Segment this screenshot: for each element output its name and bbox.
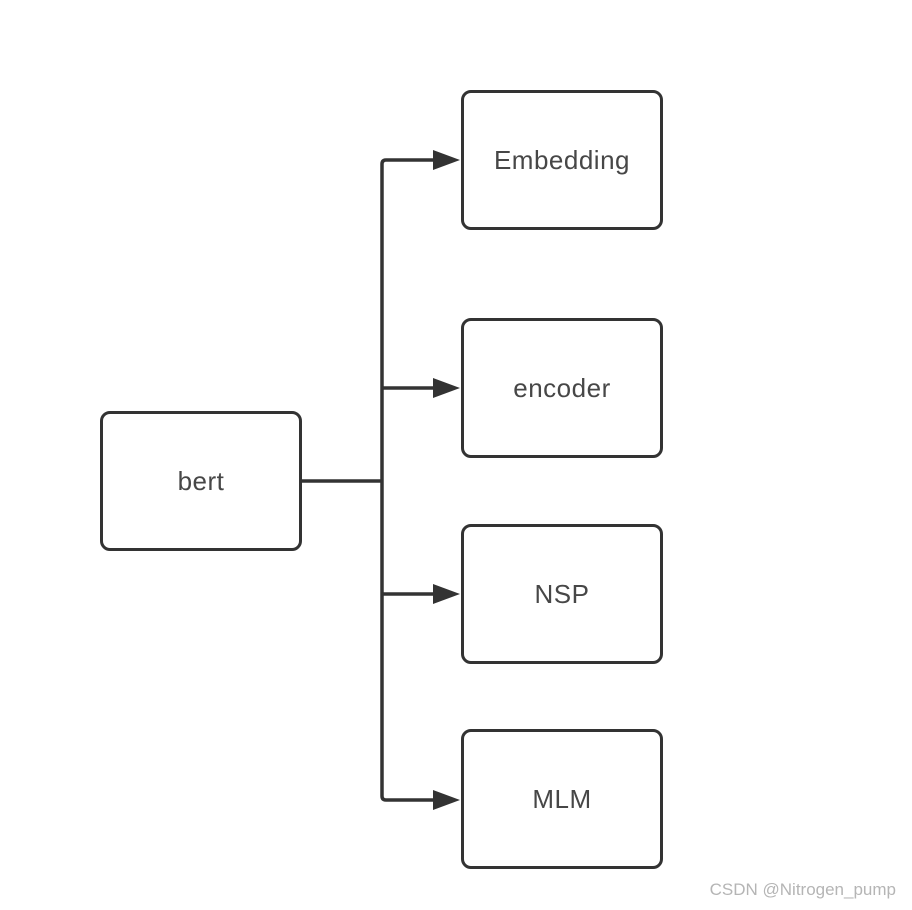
arrowhead-embedding <box>433 150 460 170</box>
node-nsp: NSP <box>461 524 663 664</box>
edge-trunk <box>380 158 434 802</box>
node-bert-label: bert <box>177 465 225 496</box>
node-bert: bert <box>100 411 302 551</box>
node-embedding-label: Embedding <box>493 144 631 175</box>
node-mlm-label: MLM <box>532 783 592 814</box>
node-encoder: encoder <box>461 318 663 458</box>
arrowhead-mlm <box>433 790 460 810</box>
watermark: CSDN @Nitrogen_pump <box>709 880 896 899</box>
node-mlm: MLM <box>461 729 663 869</box>
node-embedding: Embedding <box>461 90 663 230</box>
arrowhead-encoder <box>433 378 460 398</box>
arrowhead-nsp <box>433 584 460 604</box>
node-nsp-label: NSP <box>534 578 590 609</box>
node-encoder-label: encoder <box>513 372 611 403</box>
